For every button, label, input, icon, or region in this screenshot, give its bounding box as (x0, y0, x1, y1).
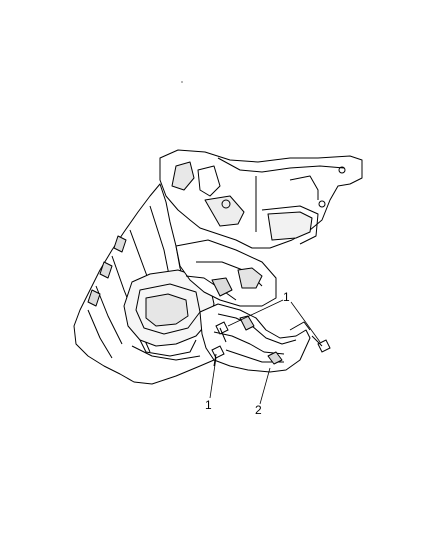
bolt-illustration (211, 321, 331, 367)
callout-1-upper: 1 (283, 290, 290, 304)
mount-bracket-illustration (199, 303, 311, 373)
leader-1-upper-to-bolt-upper (227, 299, 284, 327)
engine-assembly-illustration (73, 149, 363, 385)
callout-2: 2 (255, 403, 262, 417)
stray-mark (181, 81, 183, 83)
leader-1-upper-to-bolt-right (290, 301, 321, 343)
leader-1-lower-to-bolt (209, 357, 217, 399)
bolt-upper (215, 321, 229, 343)
bolt-right (311, 335, 331, 353)
callout-1-lower: 1 (205, 398, 212, 412)
leader-2-to-mount (259, 367, 271, 405)
bolt-lower (211, 345, 225, 367)
leader-lines (209, 299, 321, 405)
callout-labels: 1 1 2 (205, 290, 290, 417)
